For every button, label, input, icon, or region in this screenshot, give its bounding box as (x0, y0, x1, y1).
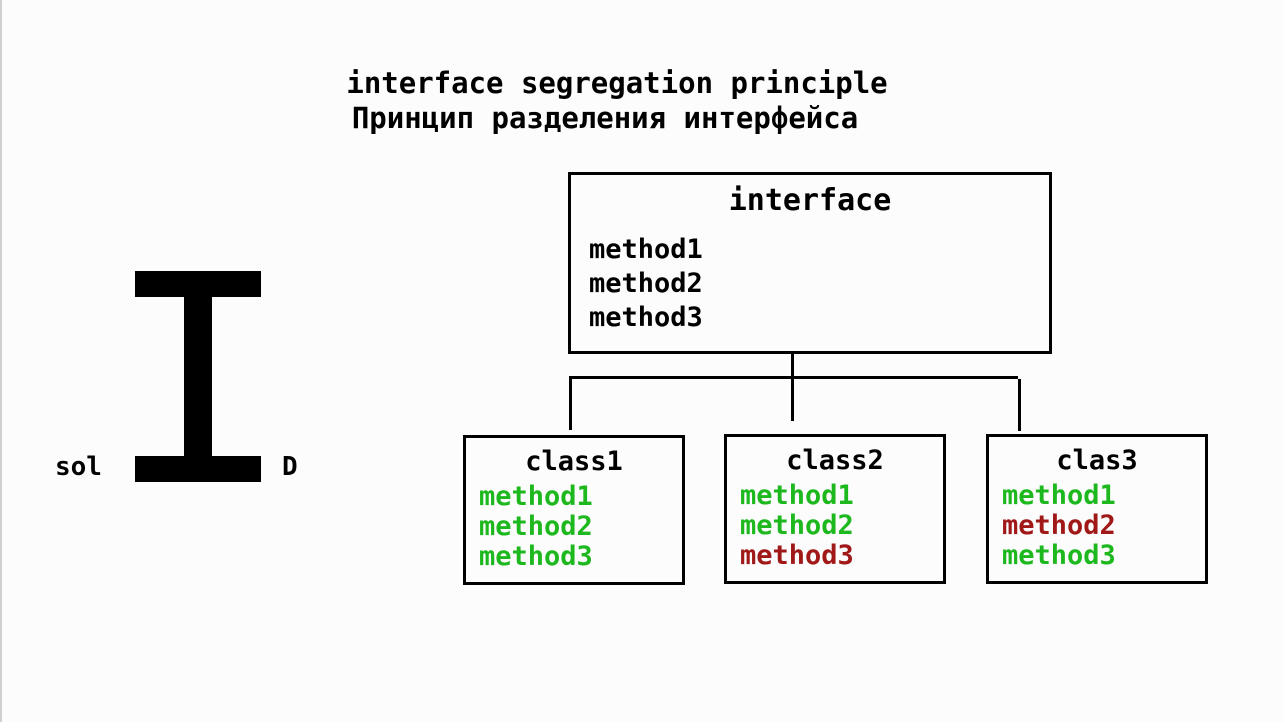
class-method: method3 (740, 540, 854, 571)
interface-title: interface (728, 183, 892, 218)
class-box-1: class1 method1 method2 method3 (463, 435, 685, 585)
left-edge-divider (0, 0, 2, 722)
class-box-3: clas3 method1 method2 method3 (986, 434, 1208, 584)
interface-method: method2 (589, 268, 703, 299)
letter-i-stem (184, 296, 212, 458)
class-method-list: method1 method2 method3 (479, 482, 593, 572)
class-method: method1 (1002, 480, 1116, 511)
letter-i-bottom-serif (135, 456, 261, 482)
class-name: class1 (525, 446, 623, 477)
acronym-left-text: sol (55, 452, 102, 482)
class-method: method2 (1002, 510, 1116, 541)
interface-box: interface method1 method2 method3 (568, 172, 1052, 354)
class-method: method1 (740, 480, 854, 511)
class-method-list: method1 method2 method3 (740, 481, 854, 571)
class-name: class2 (786, 445, 884, 476)
class-method: method1 (479, 481, 593, 512)
class-name: clas3 (1056, 445, 1138, 476)
interface-method: method1 (589, 234, 703, 265)
title-english: interface segregation principle (346, 66, 888, 100)
class-method: method3 (1002, 540, 1116, 571)
connector-trunk (791, 351, 794, 421)
connector-branch-right (1018, 379, 1021, 431)
acronym-right-text: D (282, 452, 298, 482)
connector-branch-left (569, 376, 572, 430)
interface-method: method3 (589, 302, 703, 333)
class-method: method2 (479, 511, 593, 542)
class-method: method3 (479, 541, 593, 572)
connector-horizontal (569, 376, 1018, 379)
class-method-list: method1 method2 method3 (1002, 481, 1116, 571)
class-method: method2 (740, 510, 854, 541)
interface-method-list: method1 method2 method3 (589, 233, 703, 335)
title-russian: Принцип разделения интерфейса (351, 101, 859, 135)
class-box-2: class2 method1 method2 method3 (724, 434, 946, 584)
letter-i-top-serif (135, 271, 261, 297)
